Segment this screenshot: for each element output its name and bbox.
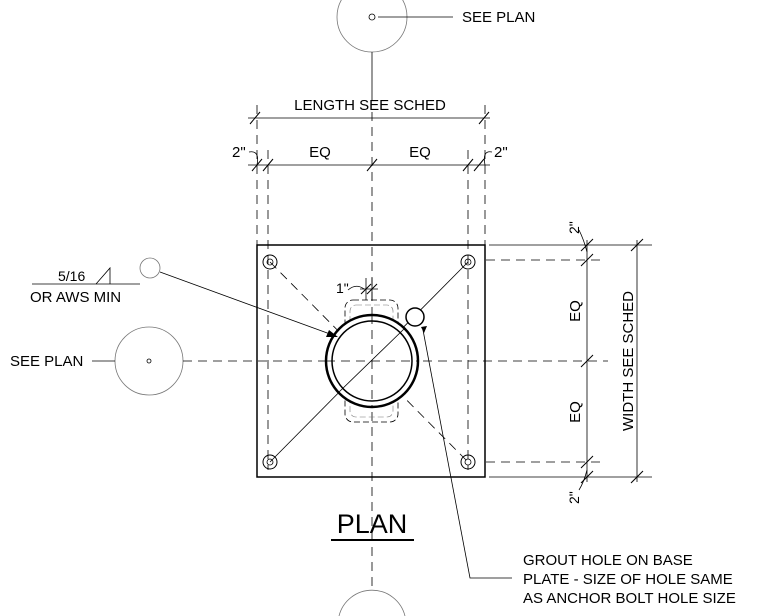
grout-note-line1: GROUT HOLE ON BASE (523, 552, 693, 569)
one-inch-dimension (347, 278, 378, 300)
grout-leader (422, 329, 512, 579)
anchor-bolt-top-left (262, 254, 278, 270)
see-plan-left-label: SEE PLAN (10, 353, 83, 370)
anchor-bolt-bottom-left (262, 454, 278, 470)
two-inch-top-left: 2" (232, 144, 246, 161)
see-plan-top-label: SEE PLAN (462, 9, 535, 26)
two-inch-side-bottom: 2" (566, 491, 582, 504)
length-dimension (248, 105, 490, 245)
eq-side-lower-label: EQ (567, 401, 584, 423)
weld-size-label: 5/16 (58, 268, 85, 284)
eq-top-left-label: EQ (309, 144, 331, 161)
drawing-title: PLAN (337, 509, 408, 539)
base-plate (256, 244, 486, 478)
anchor-bolt-bottom-right (460, 454, 476, 470)
grout-note-line2: PLATE - SIZE OF HOLE SAME (523, 571, 733, 588)
eq-side-upper-label: EQ (567, 300, 584, 322)
weld-symbol (32, 257, 338, 337)
bottom-grid-bubble (338, 589, 406, 616)
width-dimension (486, 229, 652, 491)
grout-hole-arrow (421, 326, 427, 333)
grout-hole (405, 307, 425, 327)
two-inch-top-right: 2" (494, 144, 508, 161)
left-grid-bubble (92, 326, 184, 396)
pipe-diagonal (337, 327, 406, 394)
top-grid-bubble (336, 0, 453, 53)
one-inch-label: 1" (336, 280, 349, 296)
grout-note-line3: AS ANCHOR BOLT HOLE SIZE (523, 590, 736, 607)
width-label: WIDTH SEE SCHED (620, 291, 637, 431)
eq-dimension-top (248, 150, 493, 470)
anchor-bolt-top-right (460, 254, 476, 270)
two-inch-side-top: 2" (566, 221, 582, 234)
eq-top-right-label: EQ (409, 144, 431, 161)
weld-note-label: OR AWS MIN (30, 289, 121, 306)
length-label: LENGTH SEE SCHED (294, 97, 446, 114)
